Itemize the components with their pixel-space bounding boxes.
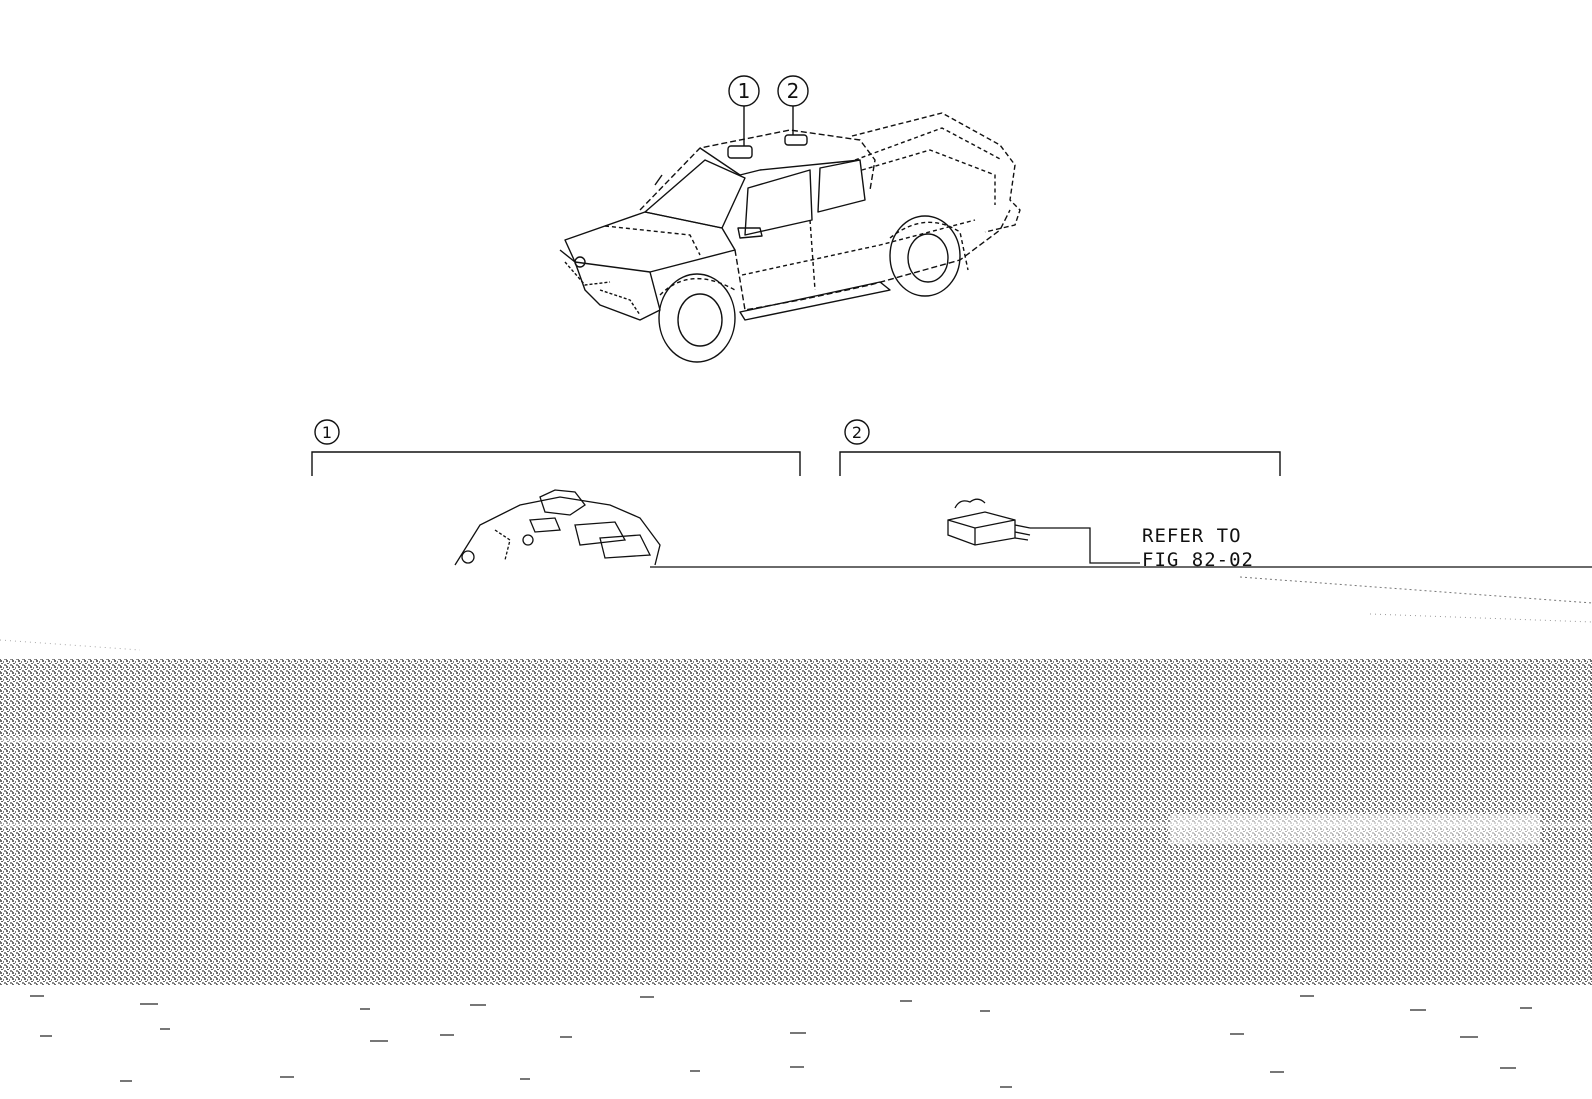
scan-glitch	[0, 566, 1592, 1099]
group-bracket-1	[311, 419, 801, 476]
refer-to-line-1: REFER TO	[1142, 525, 1242, 547]
connector-part	[947, 498, 1140, 564]
group-bracket-2	[839, 419, 1281, 476]
refer-to-line-2: FIG 82-02	[1142, 549, 1254, 571]
overhead-console-part	[454, 489, 661, 566]
truck-illustration	[559, 75, 1021, 363]
scan-speckles	[30, 995, 1532, 1088]
group-callout-2: 2	[852, 423, 862, 442]
truck-callout-2: 2	[787, 79, 800, 103]
truck-callout-1: 1	[738, 79, 751, 103]
group-callout-1: 1	[322, 423, 332, 442]
